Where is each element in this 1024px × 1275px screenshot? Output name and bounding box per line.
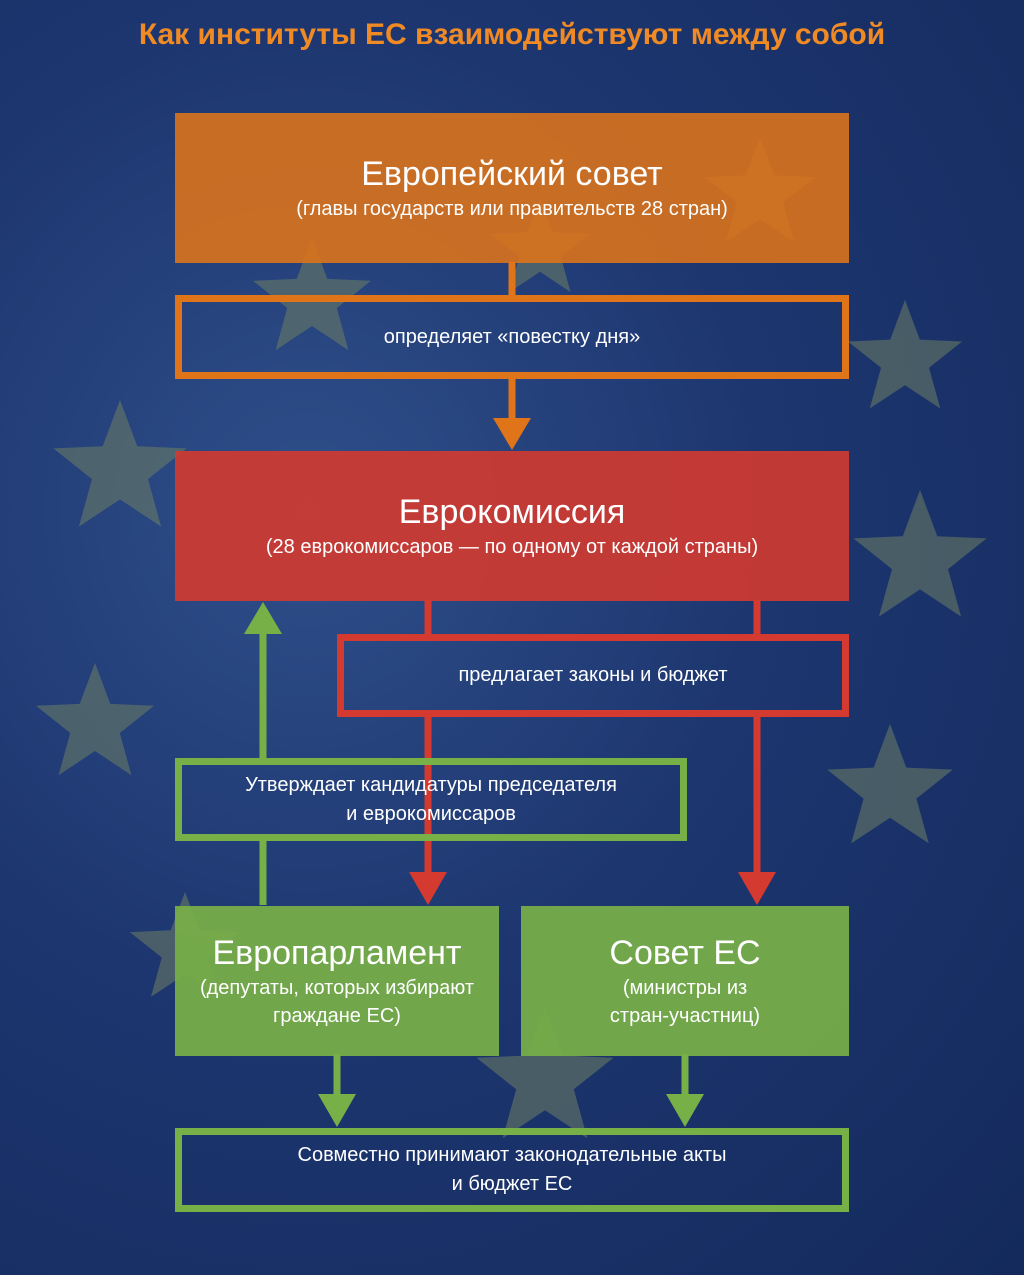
arrowhead-parliament-jointly bbox=[318, 1094, 356, 1127]
agenda-text: определяет «повестку дня» bbox=[383, 325, 641, 348]
star-icon bbox=[53, 400, 187, 527]
european-council-box: Европейский совет (главы государств или … bbox=[175, 113, 849, 263]
european-council-desc: (главы государств или правительств 28 ст… bbox=[296, 198, 728, 220]
approves-line2: и еврокомиссаров bbox=[346, 802, 516, 825]
jointly-line2: и бюджет ЕС bbox=[451, 1173, 573, 1195]
parliament-name: Европарламент bbox=[212, 934, 462, 972]
parliament-desc-line2: граждане ЕС) bbox=[273, 1005, 401, 1027]
agenda-box: определяет «повестку дня» bbox=[175, 295, 849, 379]
page-title: Как институты ЕС взаимодействуют между с… bbox=[138, 18, 886, 51]
commission-box: Еврокомиссия (28 еврокомиссаров — по одн… bbox=[175, 451, 849, 601]
approves-box: Утверждает кандидатуры председателя и ев… bbox=[175, 758, 687, 841]
parliament-desc-line1: (депутаты, которых избирают bbox=[199, 977, 475, 999]
star-icon bbox=[827, 724, 953, 844]
star-icon bbox=[847, 300, 963, 409]
commission-name: Еврокомиссия bbox=[398, 493, 626, 531]
jointly-box: Совместно принимают законодательные акты… bbox=[175, 1128, 849, 1212]
council-eu-desc-line1: (министры из bbox=[622, 977, 748, 999]
council-eu-name: Совет ЕС bbox=[609, 934, 761, 972]
council-eu-box: Совет ЕС (министры из стран-участниц) bbox=[521, 906, 849, 1056]
commission-desc: (28 еврокомиссаров — по одному от каждой… bbox=[265, 536, 759, 558]
european-council-name: Европейский совет bbox=[361, 155, 663, 193]
arrowhead-to-commission bbox=[493, 418, 531, 450]
arrowhead-council-eu-jointly bbox=[666, 1094, 704, 1127]
proposes-text: предлагает законы и бюджет bbox=[458, 664, 728, 686]
arrowhead-to-commission-green bbox=[244, 602, 282, 634]
star-icon bbox=[853, 490, 987, 617]
star-icon bbox=[36, 663, 154, 776]
arrowhead-to-council-eu bbox=[738, 872, 776, 905]
star-icon bbox=[476, 1008, 614, 1139]
parliament-box: Европарламент (депутаты, которых избираю… bbox=[175, 906, 499, 1056]
star-icon bbox=[253, 238, 371, 351]
arrowhead-to-parliament bbox=[409, 872, 447, 905]
proposes-box: предлагает законы и бюджет bbox=[337, 634, 849, 717]
jointly-line1: Совместно принимают законодательные акты bbox=[297, 1144, 727, 1166]
council-eu-desc-line2: стран-участниц) bbox=[609, 1005, 761, 1027]
approves-line1: Утверждает кандидатуры председателя bbox=[245, 773, 617, 796]
